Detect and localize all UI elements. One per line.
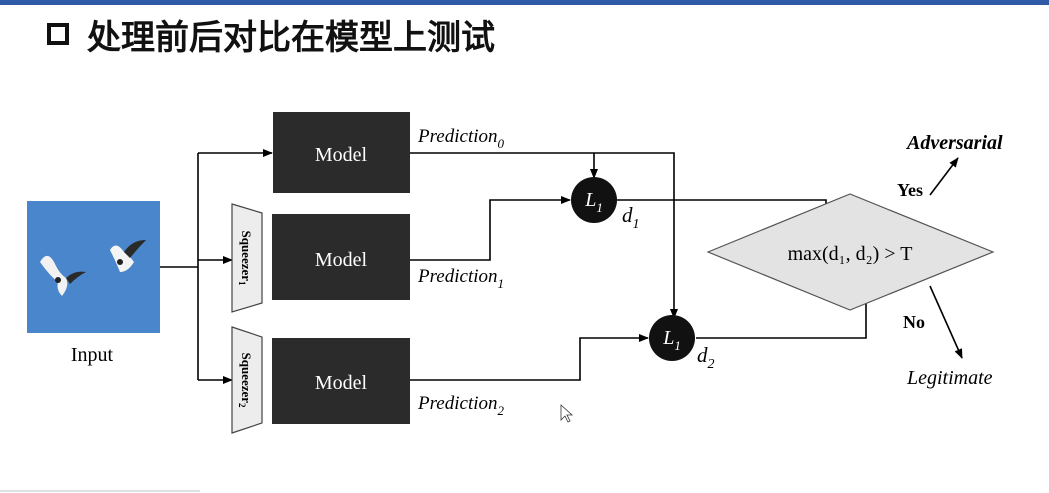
adversarial-label: Adversarial bbox=[905, 132, 1003, 154]
slide-title: 处理前后对比在模型上测试 bbox=[47, 10, 495, 58]
l1-node-2-label: L1 bbox=[662, 327, 681, 353]
diagram-panel: Input Model Squeezer1 Model Squeezer2 Mo… bbox=[20, 100, 1049, 443]
d1-label: d1 bbox=[622, 203, 640, 232]
input-branch-lines bbox=[160, 149, 273, 384]
decision-diamond bbox=[706, 193, 995, 311]
model-2-box bbox=[272, 338, 410, 424]
d2-label: d2 bbox=[697, 343, 715, 372]
slide-title-text: 处理前后对比在模型上测试 bbox=[87, 17, 495, 58]
l1-node-1-label: L1 bbox=[584, 189, 603, 215]
legitimate-label: Legitimate bbox=[906, 367, 993, 389]
squeezer-2-shape bbox=[231, 326, 263, 434]
bird-right-icon bbox=[110, 240, 146, 272]
l1-node-1 bbox=[571, 177, 617, 223]
mouse-cursor-icon bbox=[560, 404, 574, 423]
checkbox-square-icon bbox=[47, 23, 69, 45]
l1-node-2 bbox=[649, 315, 695, 361]
prediction-2-label: Prediction2 bbox=[417, 393, 505, 418]
squeezer-2-label: Squeezer2 bbox=[237, 352, 254, 408]
input-image bbox=[27, 201, 160, 333]
squeezer-1-shape bbox=[231, 203, 263, 313]
prediction-0-label: Prediction0 bbox=[417, 126, 505, 151]
model-0-box bbox=[273, 112, 410, 193]
bird-left-icon bbox=[40, 255, 86, 296]
footer-divider bbox=[0, 490, 200, 492]
decision-text: max(d₁, d₂) > T bbox=[788, 243, 913, 265]
model-1-box bbox=[272, 214, 410, 300]
input-label: Input bbox=[71, 344, 114, 366]
squeezer-1-label: Squeezer1 bbox=[237, 230, 254, 286]
feature-squeezing-diagram: Input Model Squeezer1 Model Squeezer2 Mo… bbox=[27, 112, 1003, 434]
top-accent-bar bbox=[0, 0, 1049, 5]
no-label: No bbox=[903, 312, 925, 332]
model-2-label: Model bbox=[315, 372, 368, 394]
prediction-1-label: Prediction1 bbox=[417, 266, 504, 291]
yes-label: Yes bbox=[897, 180, 923, 200]
model-0-label: Model bbox=[315, 144, 368, 166]
model-1-label: Model bbox=[315, 249, 368, 271]
